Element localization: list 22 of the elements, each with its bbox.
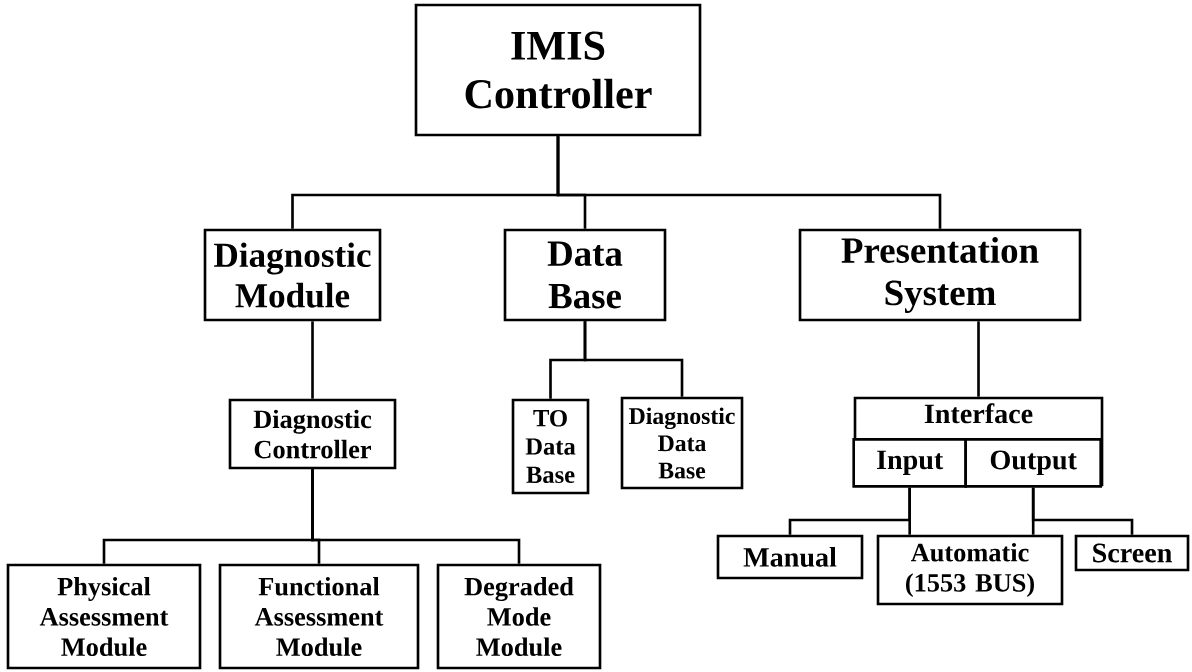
process-box: Physical Assessment Module: [6, 563, 202, 670]
process-box: Degraded Mode Module: [436, 563, 602, 670]
process-box: Functional Assessment Module: [218, 563, 420, 670]
process-box: Screen: [1074, 534, 1190, 572]
connector-line: [311, 321, 314, 399]
process-box: Presentation System: [798, 228, 1082, 322]
connector-line: [556, 136, 942, 229]
connector-line: [1031, 487, 1134, 535]
connector-line: [311, 469, 521, 564]
process-box: Diagnostic Module: [203, 228, 382, 322]
process-box: Diagnostic Controller: [228, 398, 397, 470]
connector-line: [583, 321, 684, 397]
process-box: Automatic (1553 BUS): [876, 534, 1064, 606]
process-box: Manual: [716, 534, 864, 580]
connector-line: [977, 321, 980, 397]
process-box: TO Data Base: [511, 398, 590, 495]
process-box: IMIS Controller: [414, 3, 702, 137]
port-box: Input: [852, 438, 967, 488]
connector-line: [908, 487, 911, 535]
process-box: Data Base: [503, 228, 667, 322]
process-box: Diagnostic Data Base: [620, 396, 744, 490]
port-box: Output: [964, 438, 1102, 488]
